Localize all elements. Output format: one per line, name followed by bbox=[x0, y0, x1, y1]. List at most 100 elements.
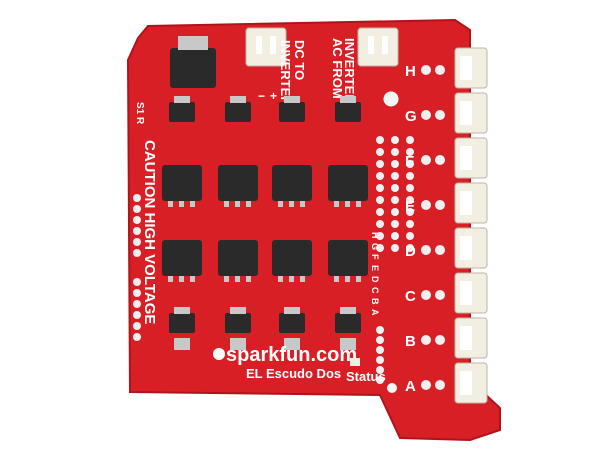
triac-chip bbox=[272, 240, 312, 276]
triac-lead bbox=[334, 201, 339, 207]
channel-pad bbox=[421, 290, 431, 300]
channel-pad bbox=[421, 380, 431, 390]
channel-label: G bbox=[405, 108, 417, 125]
connector-slot bbox=[460, 191, 472, 215]
header-letter: A bbox=[370, 309, 380, 316]
header-pad bbox=[406, 220, 414, 228]
channel-label: E bbox=[405, 198, 415, 215]
triac-lead bbox=[246, 276, 251, 282]
connector-slot bbox=[460, 101, 472, 125]
diode bbox=[340, 338, 356, 350]
triac-lead bbox=[300, 201, 305, 207]
header-pad bbox=[391, 160, 399, 168]
mosfet-chip bbox=[279, 313, 305, 333]
caution-label: CAUTION HIGH VOLTAGE bbox=[141, 140, 158, 324]
header-pad bbox=[391, 232, 399, 240]
header-letter: H bbox=[370, 232, 380, 239]
header-pad bbox=[406, 208, 414, 216]
channel-label: F bbox=[405, 153, 414, 170]
triac-lead bbox=[345, 276, 350, 282]
voltage-regulator bbox=[170, 36, 216, 88]
triac-chip bbox=[218, 165, 258, 201]
header-letter: F bbox=[370, 254, 380, 260]
triac-lead bbox=[246, 201, 251, 207]
si-label: S1 R bbox=[134, 102, 145, 125]
header-pad bbox=[133, 311, 141, 319]
header-pad bbox=[376, 244, 384, 252]
mosfet-tab bbox=[230, 307, 246, 314]
channel-pad bbox=[421, 110, 431, 120]
ac-label-line1: AC FROM bbox=[330, 38, 345, 99]
mounting-hole bbox=[383, 91, 399, 107]
product-name: EL Escudo Dos bbox=[246, 366, 341, 381]
triac-lead bbox=[356, 201, 361, 207]
channel-pad bbox=[435, 65, 445, 75]
polarity-minus: − bbox=[258, 89, 265, 103]
triac-chip bbox=[328, 240, 368, 276]
channel-pad bbox=[435, 245, 445, 255]
mosfet-tab bbox=[284, 307, 300, 314]
triac-lead bbox=[278, 276, 283, 282]
header-pad bbox=[391, 136, 399, 144]
header-pad bbox=[406, 196, 414, 204]
header-pad bbox=[376, 208, 384, 216]
header-pad bbox=[391, 184, 399, 192]
header-pad bbox=[391, 172, 399, 180]
channel-pad bbox=[435, 110, 445, 120]
mosfet-tab bbox=[284, 96, 300, 103]
triac-lead bbox=[190, 276, 195, 282]
header-letter: G bbox=[370, 243, 380, 250]
header-pad bbox=[406, 184, 414, 192]
header-letter: B bbox=[370, 298, 380, 305]
triac-lead bbox=[224, 201, 229, 207]
status-label: Status bbox=[346, 369, 386, 384]
header-pad bbox=[376, 366, 384, 374]
output-connectors bbox=[454, 47, 488, 404]
header-pad bbox=[406, 232, 414, 240]
header-pad bbox=[406, 148, 414, 156]
header-pad bbox=[391, 244, 399, 252]
triac-lead bbox=[289, 276, 294, 282]
header-pad bbox=[406, 136, 414, 144]
header-pad bbox=[406, 172, 414, 180]
header-pad bbox=[376, 336, 384, 344]
header-pad bbox=[133, 249, 141, 257]
channel-pad bbox=[421, 65, 431, 75]
triac-lead bbox=[235, 276, 240, 282]
channel-pad bbox=[421, 335, 431, 345]
header-pad bbox=[133, 333, 141, 341]
header-pad bbox=[406, 160, 414, 168]
channel-pad bbox=[421, 155, 431, 165]
mosfet-chip bbox=[335, 102, 361, 122]
header-pad bbox=[376, 376, 384, 384]
mosfet-chip bbox=[169, 102, 195, 122]
mosfet-chip bbox=[335, 313, 361, 333]
header-pad bbox=[391, 208, 399, 216]
triac-lead bbox=[168, 276, 173, 282]
channel-pad bbox=[421, 200, 431, 210]
connector-slot bbox=[460, 146, 472, 170]
header-pad bbox=[391, 220, 399, 228]
connector-slot bbox=[460, 326, 472, 350]
header-pad bbox=[133, 289, 141, 297]
connector-slot bbox=[460, 281, 472, 305]
flame-icon bbox=[213, 348, 225, 360]
header-pad bbox=[376, 232, 384, 240]
mosfet-tab bbox=[340, 307, 356, 314]
diode bbox=[230, 338, 246, 350]
connector-slot bbox=[460, 56, 472, 80]
triac-grid bbox=[162, 165, 368, 282]
mosfet-chip bbox=[225, 102, 251, 122]
dc-label-line2: INVERTER bbox=[278, 40, 293, 106]
channel-label: B bbox=[405, 333, 416, 350]
header-pad bbox=[376, 326, 384, 334]
channel-pad bbox=[435, 155, 445, 165]
brand-logo-text: sparkfun.com bbox=[226, 344, 357, 366]
ac-connector bbox=[357, 27, 399, 67]
header-pad bbox=[391, 196, 399, 204]
connector-slot bbox=[460, 236, 472, 260]
mounting-hole-bottom bbox=[387, 383, 397, 393]
channel-pad bbox=[435, 290, 445, 300]
header-pad bbox=[391, 148, 399, 156]
